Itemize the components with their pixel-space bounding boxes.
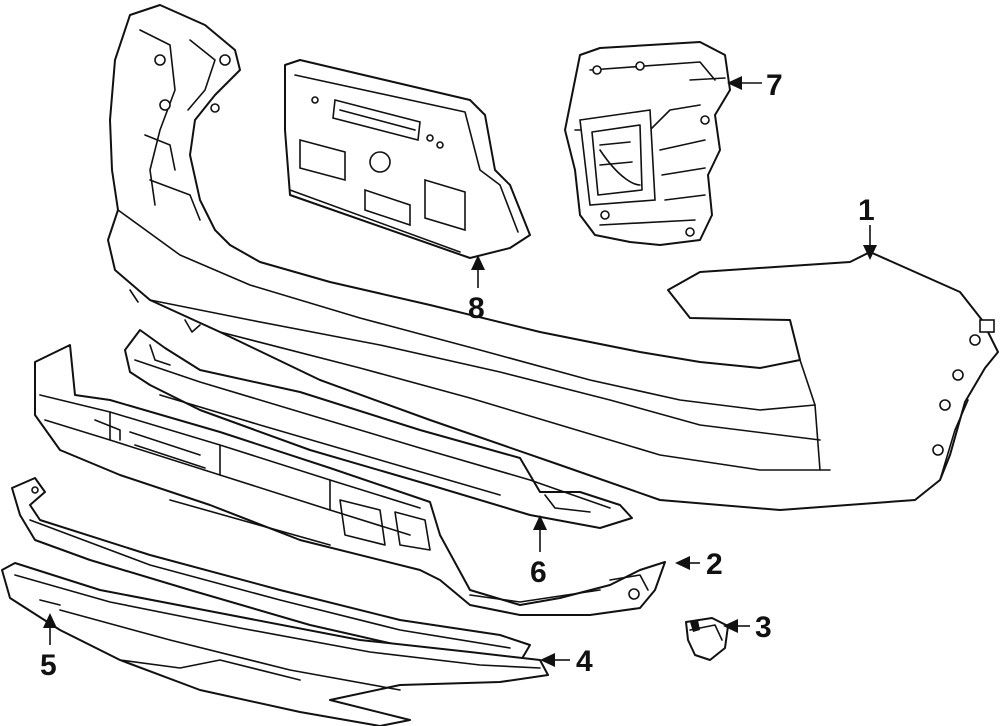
callout-4: 4 (576, 645, 593, 678)
license-plate-bracket[interactable] (284, 59, 531, 259)
arrowhead-6 (533, 515, 547, 530)
callout-5: 5 (40, 649, 57, 682)
callout-3: 3 (755, 611, 772, 644)
callout-2: 2 (706, 548, 723, 581)
arrowhead-8 (471, 255, 485, 270)
lower-trim-strip[interactable] (11, 477, 531, 663)
tow-hook-cover[interactable] (685, 617, 729, 661)
arrowhead-5 (43, 613, 57, 628)
callout-1: 1 (858, 194, 875, 227)
arrowhead-2 (675, 556, 690, 570)
arrowhead-4 (540, 653, 555, 667)
callout-7: 7 (766, 69, 783, 102)
callout-8: 8 (468, 292, 485, 325)
arrowhead-1 (863, 245, 877, 260)
bumper-cover[interactable] (107, 4, 999, 511)
arrowhead-3 (723, 619, 738, 633)
energy-absorber[interactable] (124, 329, 633, 529)
skid-plate[interactable] (1, 562, 549, 726)
arrowhead-7 (727, 76, 742, 90)
callout-6: 6 (530, 556, 547, 589)
side-bracket[interactable] (564, 41, 731, 246)
lower-grille[interactable] (34, 344, 666, 616)
